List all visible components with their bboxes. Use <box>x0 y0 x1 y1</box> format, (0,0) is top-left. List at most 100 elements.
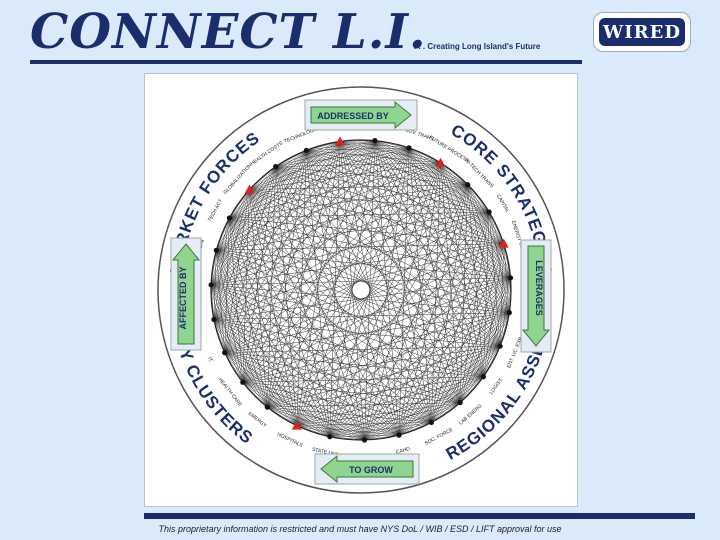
connection-line <box>339 141 461 403</box>
node-label: IT <box>206 356 213 363</box>
connection-line <box>216 250 331 437</box>
connection-line <box>216 184 468 251</box>
node-marker-dot <box>480 374 486 380</box>
connection-line <box>488 211 501 347</box>
connection-line <box>267 211 490 408</box>
footer-rule <box>144 513 695 519</box>
connection-line <box>216 250 244 383</box>
connection-line <box>210 284 461 403</box>
connection-line <box>340 141 441 164</box>
connection-line <box>329 147 410 437</box>
node-marker-triangle <box>291 420 302 430</box>
connection-line <box>224 184 468 353</box>
connection-line <box>249 189 365 441</box>
connection-line <box>275 166 468 185</box>
connection-line <box>213 319 297 426</box>
connection-line <box>329 184 468 437</box>
node-marker-dot <box>240 379 246 385</box>
connection-line <box>267 140 376 408</box>
connection-line <box>275 140 375 167</box>
connection-line <box>431 162 441 423</box>
connection-line <box>216 250 225 353</box>
connection-line <box>364 211 490 441</box>
connection-line <box>374 140 400 436</box>
node-marker-dot <box>506 310 512 316</box>
connection-line <box>242 382 297 426</box>
connection-line <box>306 150 331 437</box>
connection-line <box>275 166 365 441</box>
connection-line <box>224 352 484 377</box>
connection-web <box>210 140 511 441</box>
connection-line <box>210 284 365 441</box>
connectivity-diagram: HIGH COST OF LIVINGINNOV. CTRSEXT. LOV. … <box>144 73 578 507</box>
connection-line <box>398 184 468 436</box>
connection-line <box>242 141 341 383</box>
connection-line <box>242 150 307 383</box>
connection-line <box>242 382 268 408</box>
node-marker-dot <box>428 419 434 425</box>
connection-line <box>224 140 376 353</box>
connection-line <box>224 352 268 408</box>
connection-line <box>467 184 511 278</box>
connection-line <box>275 147 410 167</box>
connection-line <box>249 189 268 408</box>
connection-line <box>440 162 511 278</box>
connection-line <box>210 166 276 285</box>
wired-logo: WIRED <box>593 12 691 52</box>
node-marker-dot <box>372 138 378 144</box>
connection-line <box>296 376 484 426</box>
connection-line <box>249 141 341 190</box>
node-marker-dot <box>213 247 219 253</box>
connection-line <box>249 189 501 347</box>
connection-line <box>224 312 510 353</box>
connection-line <box>224 277 511 353</box>
arrow-addressed-by-label: ADDRESSED BY <box>317 111 389 121</box>
node-marker-triangle <box>435 157 446 167</box>
connection-line <box>431 243 504 423</box>
node-marker-dot <box>486 209 492 215</box>
connection-line <box>296 211 490 426</box>
connection-line <box>329 422 432 437</box>
connection-line <box>306 150 484 377</box>
connection-line <box>210 284 244 383</box>
connection-line <box>210 150 307 285</box>
connection-line <box>224 150 307 353</box>
connection-line <box>306 150 510 313</box>
connection-line <box>296 425 365 441</box>
connection-line <box>213 319 400 436</box>
connection-line <box>467 184 510 313</box>
connection-line <box>213 166 276 320</box>
connection-line <box>216 250 400 436</box>
connection-line <box>408 147 510 313</box>
connection-line <box>213 319 501 347</box>
node-markers <box>208 136 514 443</box>
node-marker-triangle <box>335 136 346 146</box>
connection-line <box>398 147 410 436</box>
connection-line <box>249 189 331 437</box>
connection-line <box>213 319 365 441</box>
connection-line <box>306 150 504 244</box>
connection-line <box>275 166 511 279</box>
connection-line <box>216 250 268 408</box>
connection-line <box>224 352 432 423</box>
connection-line <box>213 147 410 320</box>
connection-line <box>242 382 330 437</box>
connection-line <box>229 217 432 423</box>
connection-line <box>467 184 484 377</box>
connection-line <box>488 211 510 313</box>
node-marker-dot <box>497 343 503 349</box>
connection-line <box>374 140 511 278</box>
connection-line <box>224 352 330 437</box>
node-marker-triangle <box>498 238 509 248</box>
footer-notice: This proprietary information is restrict… <box>158 524 562 534</box>
connection-line <box>216 250 432 423</box>
connection-line <box>213 319 268 408</box>
connection-line <box>229 211 490 219</box>
connection-line <box>296 184 468 426</box>
wired-logo-text: WIRED <box>597 16 687 48</box>
connection-line <box>275 166 331 437</box>
connection-line <box>499 243 504 347</box>
connection-line <box>213 319 244 383</box>
connection-line <box>242 162 441 383</box>
connection-line <box>267 406 330 437</box>
